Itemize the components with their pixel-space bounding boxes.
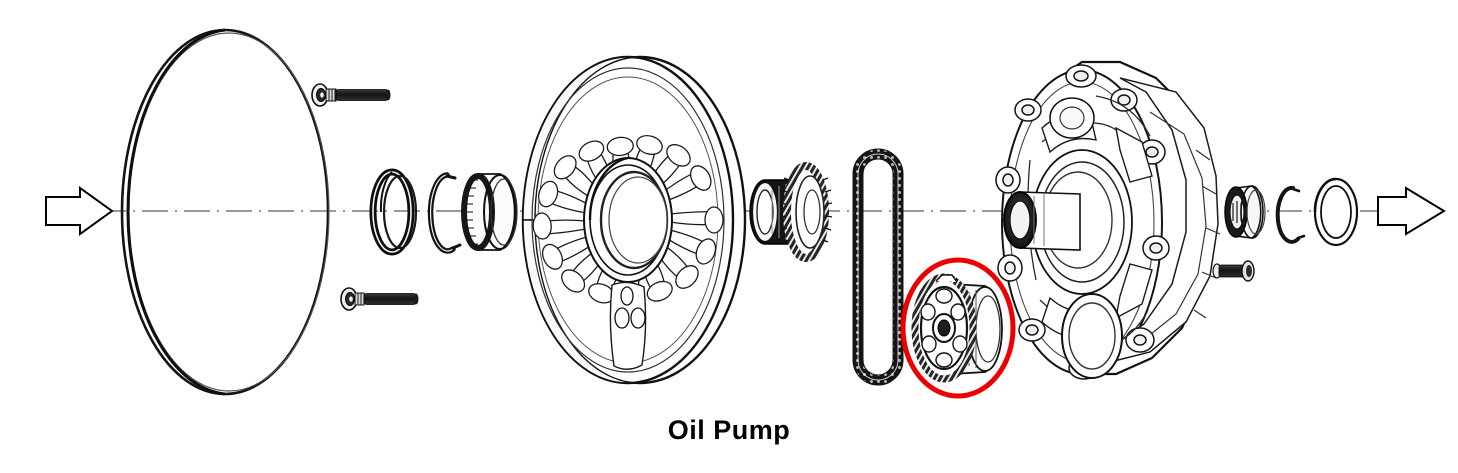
seal-ring-small — [369, 168, 418, 256]
oil-pump-highlight-ellipse — [900, 257, 1016, 399]
drive-sprocket — [749, 162, 833, 262]
diagram-caption: Oil Pump — [667, 415, 791, 445]
converter-impeller — [521, 55, 747, 385]
pump-housing — [995, 60, 1221, 380]
oil-pump-rotor-assembly — [911, 273, 1003, 383]
bolt-lower-left — [340, 287, 419, 311]
large-seal-ring — [120, 28, 330, 396]
bolt-lower-right — [1212, 260, 1255, 282]
bolt-upper-left — [311, 83, 391, 107]
snap-ring-right — [1275, 185, 1306, 244]
splined-bearing — [461, 173, 518, 251]
snap-ring-left — [427, 172, 462, 254]
left-flow-arrow — [45, 186, 114, 236]
drive-chain — [852, 148, 904, 386]
right-flow-arrow — [1377, 186, 1446, 236]
bushing-seal-right — [1224, 185, 1266, 239]
thrust-washer-right — [1313, 177, 1359, 247]
